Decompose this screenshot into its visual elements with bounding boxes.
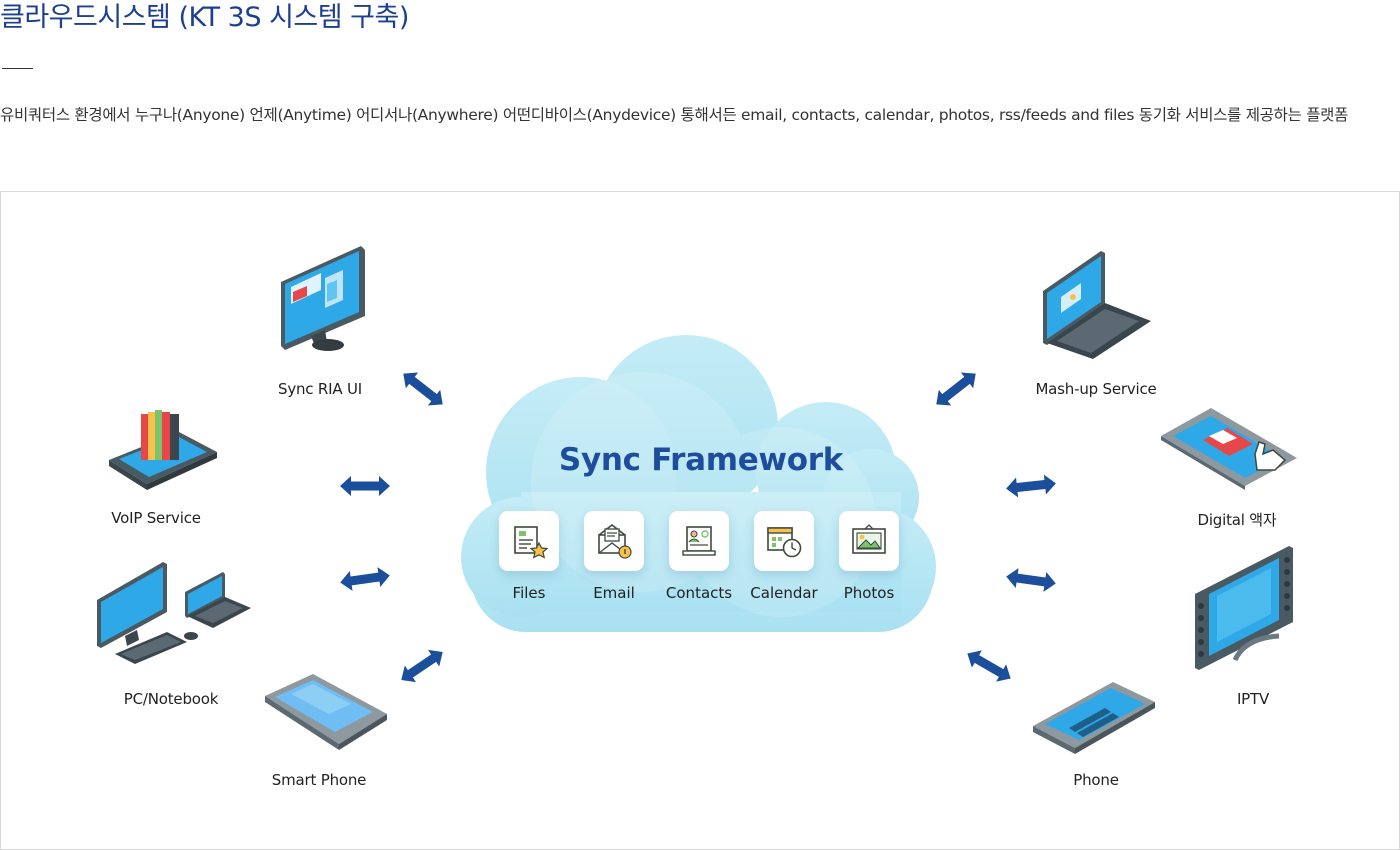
sync-arrow-icon xyxy=(340,476,390,496)
cloud-title: Sync Framework xyxy=(558,442,844,478)
service-label: Calendar xyxy=(750,584,818,602)
voip-phone-icon xyxy=(109,410,217,490)
service-contacts: Contacts xyxy=(666,511,732,602)
page-description: 유비쿼터스 환경에서 누구나(Anyone) 언제(Anytime) 어디서나(… xyxy=(0,106,1349,124)
pc-notebook-icon xyxy=(97,562,251,664)
iptv-icon xyxy=(1195,546,1293,670)
email-icon xyxy=(598,523,632,559)
device-label: Digital 액자 xyxy=(1197,511,1277,529)
device-label: IPTV xyxy=(1236,690,1270,708)
service-label: Contacts xyxy=(665,584,733,602)
sync-arrow-icon xyxy=(936,372,976,406)
title-divider xyxy=(2,68,33,69)
calendar-icon xyxy=(767,527,802,558)
sync-arrow-icon xyxy=(967,650,1011,682)
sync-arrow-icon xyxy=(340,567,390,591)
device-label: Smart Phone xyxy=(271,771,367,789)
phone-icon xyxy=(1033,682,1155,754)
device-label: VoIP Service xyxy=(111,509,201,527)
device-label: Sync RIA UI xyxy=(278,380,362,398)
device-label: Phone xyxy=(1073,771,1119,789)
service-label: Files xyxy=(512,584,546,602)
laptop-icon xyxy=(1043,251,1151,359)
sync-arrow-icon xyxy=(1006,568,1056,592)
contacts-icon xyxy=(682,526,716,556)
digital-frame-icon xyxy=(1161,408,1297,490)
device-label: PC/Notebook xyxy=(123,690,219,708)
sync-arrow-icon xyxy=(1006,474,1056,498)
page-title: 클라우드시스템 (KT 3S 시스템 구축) xyxy=(0,2,409,33)
service-label: Photos xyxy=(843,584,895,602)
monitor-icon xyxy=(281,246,365,351)
photos-icon xyxy=(852,524,886,554)
service-calendar: Calendar xyxy=(750,511,818,602)
device-label: Mash-up Service xyxy=(1035,380,1157,398)
service-photos: Photos xyxy=(839,511,899,602)
service-email: Email xyxy=(584,511,644,602)
service-label: Email xyxy=(593,584,635,602)
sync-arrow-icon xyxy=(401,649,443,683)
smartphone-icon xyxy=(265,674,387,750)
service-files: Files xyxy=(499,511,559,602)
sync-arrow-icon xyxy=(403,372,443,406)
files-icon xyxy=(514,526,549,559)
sync-diagram: Sync Framework Files xyxy=(0,191,1400,850)
